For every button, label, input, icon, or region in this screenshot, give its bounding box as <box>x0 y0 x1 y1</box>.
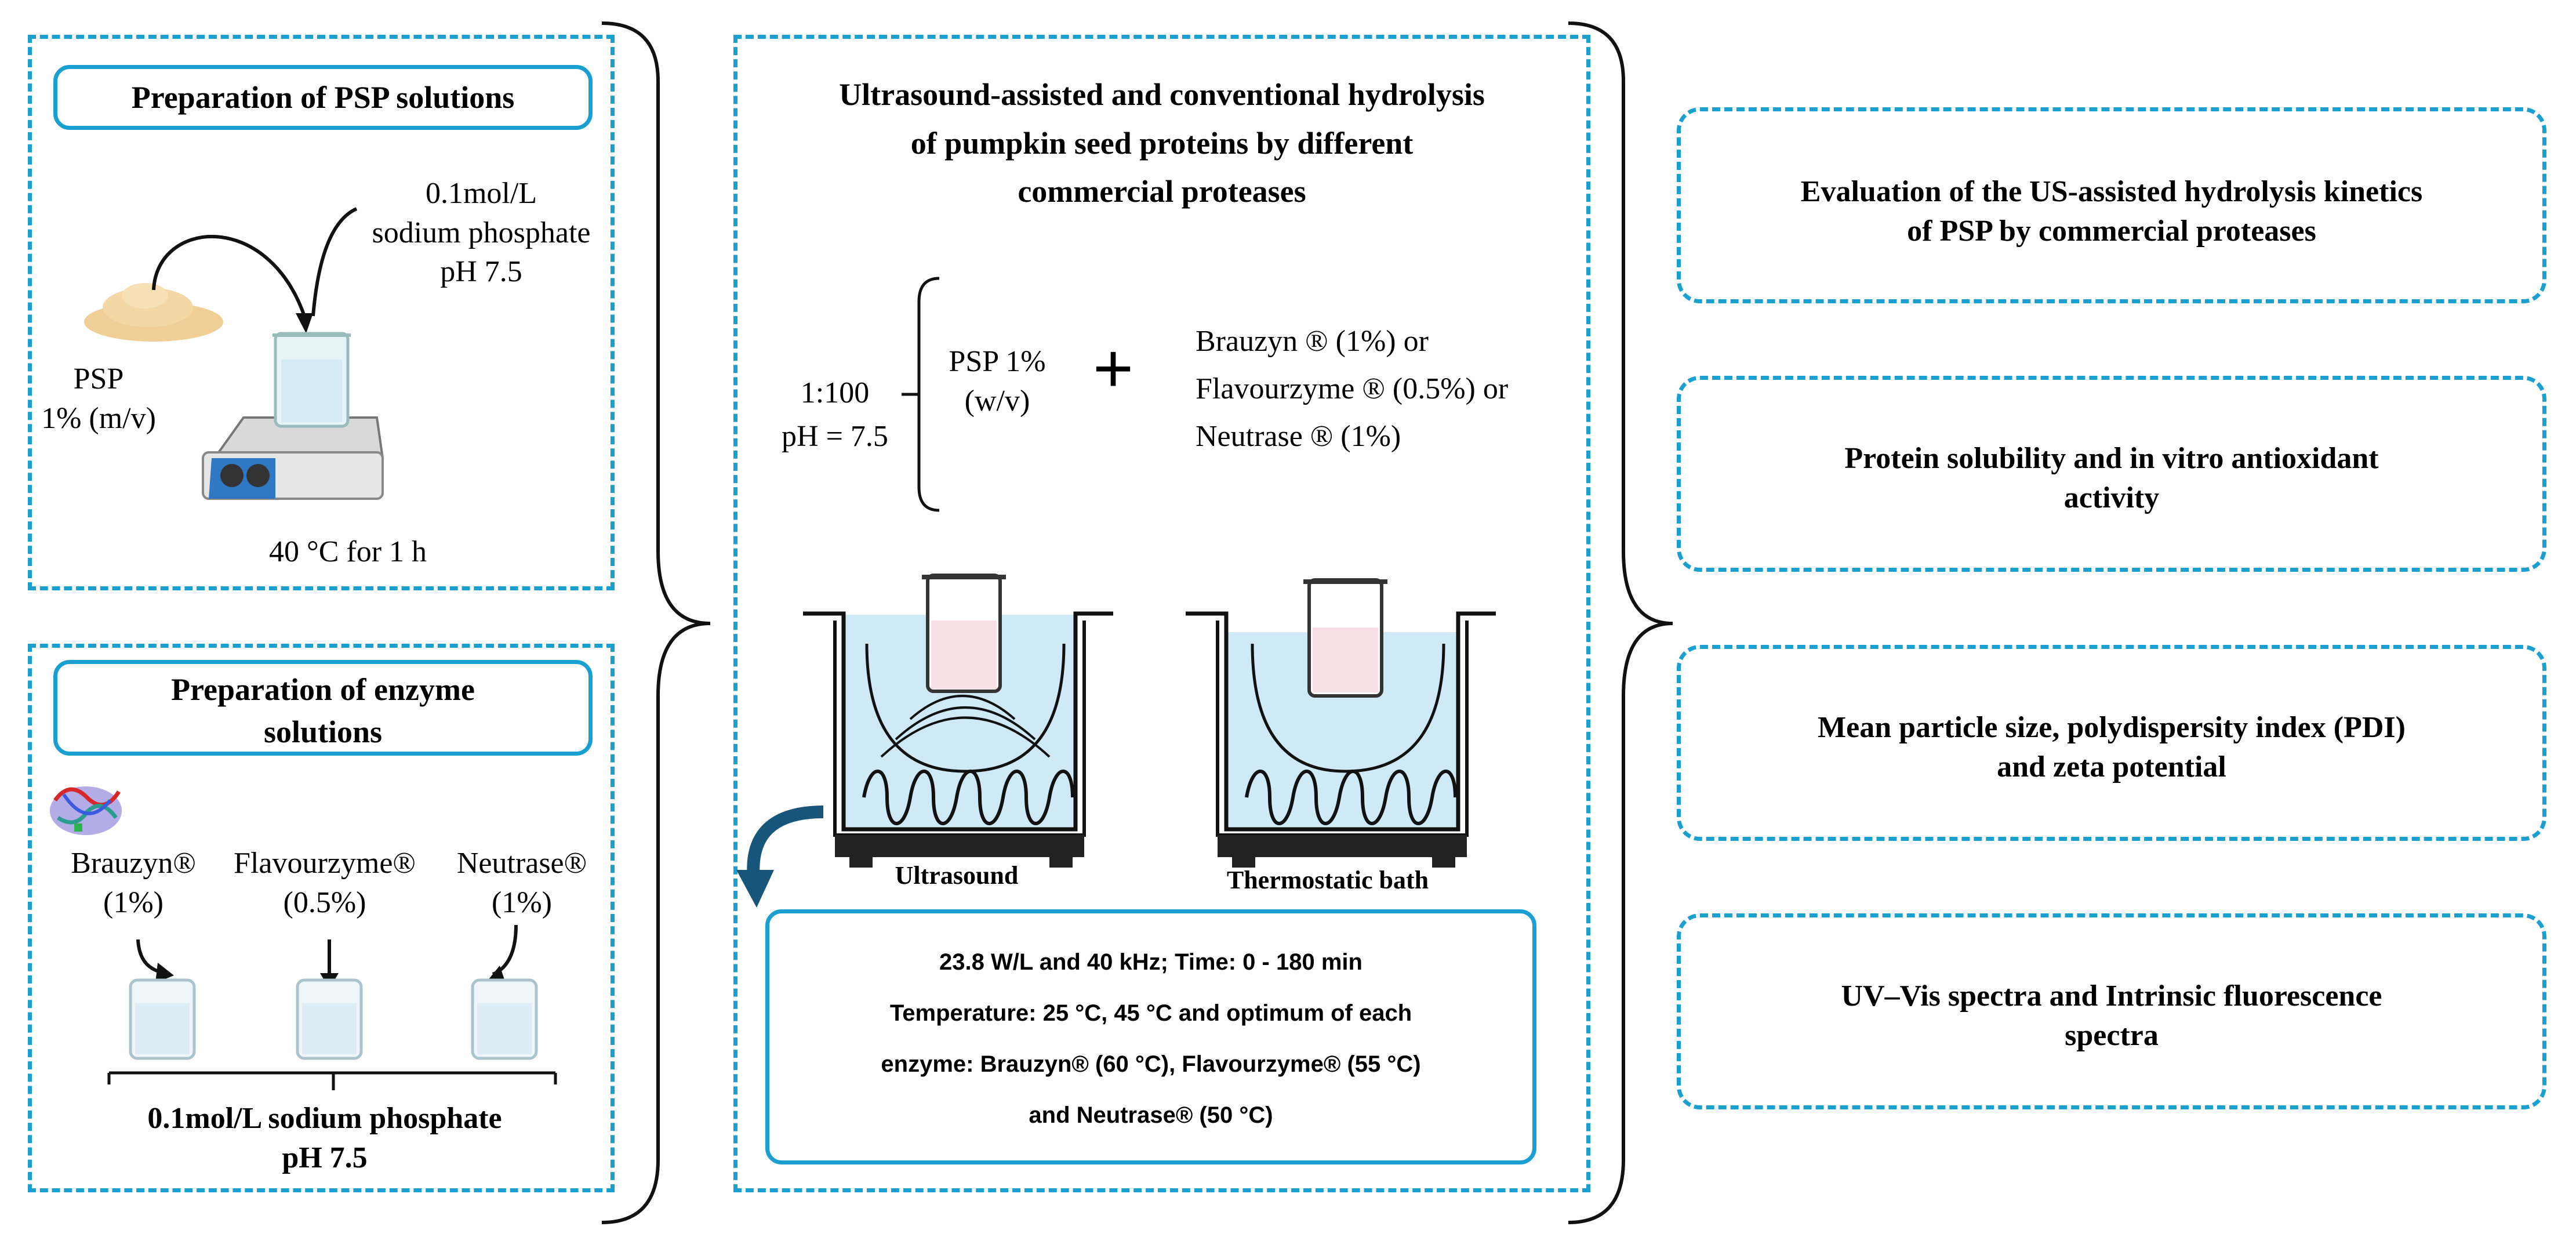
psp-panel-title: Preparation of PSP solutions <box>131 80 515 115</box>
enzyme-brauzyn-dose: (1%) <box>103 886 164 919</box>
outcome-1-line1: Evaluation of the US-assisted hydrolysis… <box>1800 175 2423 208</box>
psp-buffer-line1: 0.1mol/L <box>425 177 537 210</box>
psp-buffer-line3: pH 7.5 <box>440 255 522 289</box>
enzyme-brauzyn-label: Brauzyn® (1%) <box>52 844 215 922</box>
psp-panel-title-box: Preparation of PSP solutions <box>53 65 593 130</box>
hydrolysis-title-line1: Ultrasound-assisted and conventional hyd… <box>839 77 1485 112</box>
conditions-line2: Temperature: 25 °C, 45 °C and optimum of… <box>889 1000 1412 1026</box>
enzyme-option-2: Flavourzyme ® (0.5%) or <box>1196 372 1509 406</box>
ultrasound-bath-icon <box>736 574 1113 908</box>
beaker-icon <box>273 332 351 428</box>
enzyme-illustration <box>50 786 557 1090</box>
outcome-1-line2: of PSP by commercial proteases <box>1907 214 2316 248</box>
thermostatic-bath-icon <box>1186 578 1496 868</box>
psp-preparation-panel <box>28 35 615 590</box>
beaker-icon <box>129 978 196 1060</box>
enzyme-neutrase-name: Neutrase® <box>456 847 587 880</box>
psp-powder-label: PSP 1% (m/v) <box>29 360 168 438</box>
enzyme-panel-title-box: Preparation of enzyme solutions <box>53 660 593 756</box>
enzyme-option-1: Brauzyn ® (1%) or <box>1196 325 1429 358</box>
enzyme-flavourzyme-dose: (0.5%) <box>283 886 366 919</box>
hydrolysis-title-line3: commercial proteases <box>1018 174 1306 209</box>
outcome-box-kinetics: Evaluation of the US-assisted hydrolysis… <box>1677 107 2546 303</box>
enzyme-buffer-label: 0.1mol/L sodium phosphate pH 7.5 <box>87 1099 562 1177</box>
conditions-line1: 23.8 W/L and 40 kHz; Time: 0 - 180 min <box>939 949 1363 975</box>
psp-condition: 40 °C for 1 h <box>268 535 427 568</box>
enzyme-option-3: Neutrase ® (1%) <box>1196 420 1401 454</box>
beaker-icon <box>296 978 363 1060</box>
enzyme-options: Brauzyn ® (1%) or Flavourzyme ® (0.5%) o… <box>1196 318 1578 460</box>
outcome-2-line1: Protein solubility and in vitro antioxid… <box>1844 442 2379 475</box>
enzyme-panel-title-line2: solutions <box>263 714 383 749</box>
psp-concentration-label: PSP 1% (w/v) <box>928 342 1067 420</box>
psp-concentration-line2: (w/v) <box>964 384 1030 418</box>
conditions-box: 23.8 W/L and 40 kHz; Time: 0 - 180 min T… <box>765 909 1536 1164</box>
psp-buffer-line2: sodium phosphate <box>372 216 591 249</box>
enzyme-flavourzyme-label: Flavourzyme® (0.5%) <box>220 844 429 922</box>
thermostatic-bath-label: Thermostatic bath <box>1226 866 1429 894</box>
outcome-3-line1: Mean particle size, polydispersity index… <box>1818 711 2406 744</box>
enzyme-flavourzyme-name: Flavourzyme® <box>234 847 416 880</box>
conditions-line3: enzyme: Brauzyn® (60 °C), Flavourzyme® (… <box>881 1051 1421 1077</box>
hydrolysis-title-line2: of pumpkin seed proteins by different <box>910 125 1414 161</box>
hydrolysis-title: Ultrasound-assisted and conventional hyd… <box>748 71 1576 216</box>
ultrasound-label: Ultrasound <box>895 861 1019 890</box>
enzyme-neutrase-label: Neutrase® (1%) <box>441 844 603 922</box>
outcome-3-line2: and zeta potential <box>1997 750 2226 783</box>
enzyme-neutrase-dose: (1%) <box>492 886 552 919</box>
ratio-ph-label: 1:100 pH = 7.5 <box>765 371 904 459</box>
ratio-label: 1:100 <box>800 376 870 409</box>
enzyme-buffer-line1: 0.1mol/L sodium phosphate <box>147 1102 502 1135</box>
plus-sign: + <box>1092 329 1134 407</box>
enzyme-brauzyn-name: Brauzyn® <box>71 847 196 880</box>
enzyme-panel-title-line1: Preparation of enzyme <box>171 672 475 707</box>
ph-label: pH = 7.5 <box>782 420 888 454</box>
hydrolysis-panel <box>733 35 1590 1192</box>
outcome-4-line2: spectra <box>2065 1018 2159 1052</box>
psp-powder-line1: PSP <box>73 362 124 396</box>
enzyme-buffer-line2: pH 7.5 <box>282 1141 368 1174</box>
enzyme-preparation-panel <box>28 644 615 1192</box>
psp-illustration <box>84 207 384 500</box>
magnetic-stirrer-icon <box>202 416 384 500</box>
beaker-icon <box>471 978 538 1060</box>
protein-structure-icon <box>50 786 122 835</box>
psp-buffer-label: 0.1mol/L sodium phosphate pH 7.5 <box>348 174 615 292</box>
outcome-box-spectra: UV–Vis spectra and Intrinsic fluorescenc… <box>1677 913 2546 1109</box>
psp-concentration-line1: PSP 1% <box>949 345 1046 378</box>
outcome-box-particle-size: Mean particle size, polydispersity index… <box>1677 645 2546 841</box>
conditions-line4: and Neutrase® (50 °C) <box>1029 1102 1273 1128</box>
outcome-2-line2: activity <box>2063 481 2160 514</box>
powder-icon <box>84 283 223 342</box>
psp-powder-line2: 1% (m/v) <box>41 401 156 435</box>
outcome-box-solubility: Protein solubility and in vitro antioxid… <box>1677 376 2546 572</box>
outcome-4-line1: UV–Vis spectra and Intrinsic fluorescenc… <box>1841 979 2382 1013</box>
